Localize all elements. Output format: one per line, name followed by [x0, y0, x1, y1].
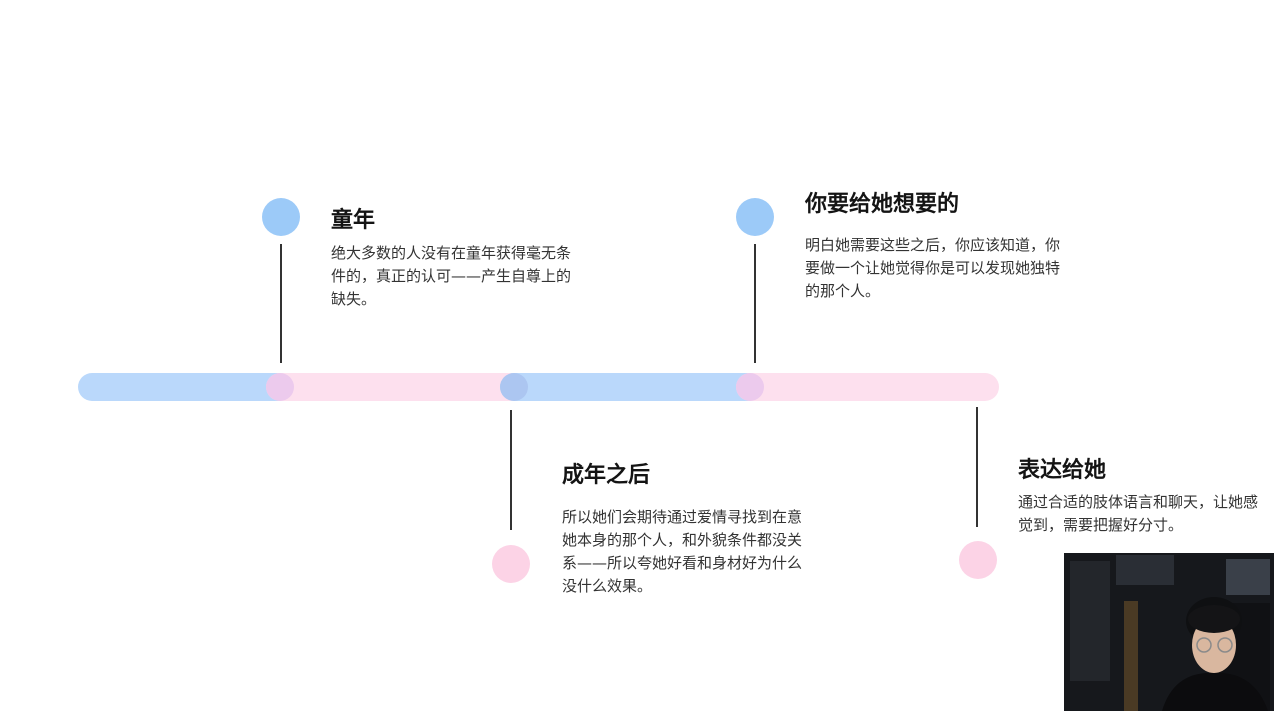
timeline-joint-2	[500, 373, 528, 401]
timeline-joint-1	[266, 373, 294, 401]
milestone-2-marker	[492, 545, 530, 583]
milestone-3-description: 明白她需要这些之后，你应该知道，你要做一个让她觉得你是可以发现她独特的那个人。	[805, 236, 1061, 300]
timeline-segment-2	[266, 373, 528, 401]
milestone-3-marker	[736, 198, 774, 236]
timeline-segment-4	[736, 373, 999, 401]
milestone-4-title: 表达给她	[1018, 458, 1107, 483]
milestone-1-title: 童年	[331, 208, 376, 233]
milestone-4-description: 通过合适的肢体语言和聊天，让她感觉到，需要把握好分寸。	[1018, 493, 1259, 534]
milestone-1-connector	[280, 244, 282, 363]
milestone-4-marker	[959, 541, 997, 579]
milestone-2-description: 所以她们会期待通过爱情寻找到在意她本身的那个人，和外貌条件都没关系——所以夸她好…	[562, 508, 803, 595]
milestone-2-connector	[510, 410, 512, 530]
timeline-segment-1	[78, 373, 294, 401]
presenter-video	[1064, 553, 1274, 711]
timeline-segment-3	[500, 373, 762, 401]
webcam-overlay	[1064, 553, 1274, 711]
milestone-1-marker	[262, 198, 300, 236]
milestone-1-description: 绝大多数的人没有在童年获得毫无条件的，真正的认可——产生自尊上的缺失。	[331, 244, 572, 308]
timeline-joint-3	[736, 373, 764, 401]
milestone-3-connector	[754, 244, 756, 363]
milestone-4-connector	[976, 407, 978, 527]
milestone-2-title: 成年之后	[562, 463, 651, 488]
milestone-3-title: 你要给她想要的	[805, 192, 960, 217]
